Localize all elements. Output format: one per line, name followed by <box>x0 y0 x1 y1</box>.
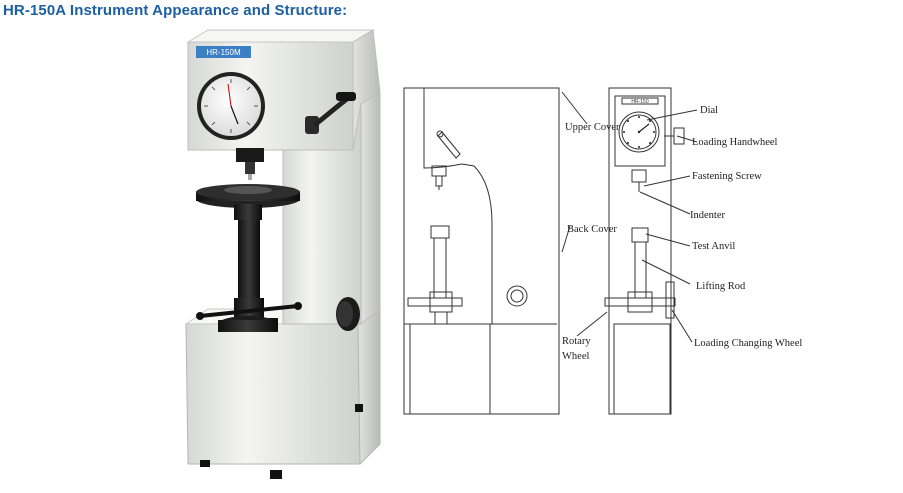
diagram-panel-label: HR-150 <box>631 99 648 105</box>
label-dial: Dial <box>700 105 718 116</box>
label-rotary-wheel-line1: Rotary <box>562 336 591 347</box>
structure-diagram: HR-150 Upper Cover Back Cover Rotary Whe… <box>403 87 802 415</box>
label-loading-changing-wheel: Loading Changing Wheel <box>694 338 802 349</box>
label-upper-cover: Upper Cover <box>565 122 620 133</box>
label-loading-handwheel: Loading Handwheel <box>692 137 778 148</box>
side-view-outline <box>403 87 560 415</box>
front-view-outline <box>608 87 672 415</box>
label-rotary-wheel-line2: Wheel <box>562 351 589 362</box>
label-indenter: Indenter <box>690 210 725 221</box>
label-fastening-screw: Fastening Screw <box>692 171 762 182</box>
page-title: HR-150A Instrument Appearance and Struct… <box>3 2 348 19</box>
label-back-cover: Back Cover <box>567 224 617 235</box>
instrument-photo: HR-150M <box>184 29 382 479</box>
label-lifting-rod: Lifting Rod <box>696 281 746 292</box>
label-test-anvil: Test Anvil <box>692 241 735 252</box>
photo-panel-label: HR-150M <box>206 48 241 57</box>
